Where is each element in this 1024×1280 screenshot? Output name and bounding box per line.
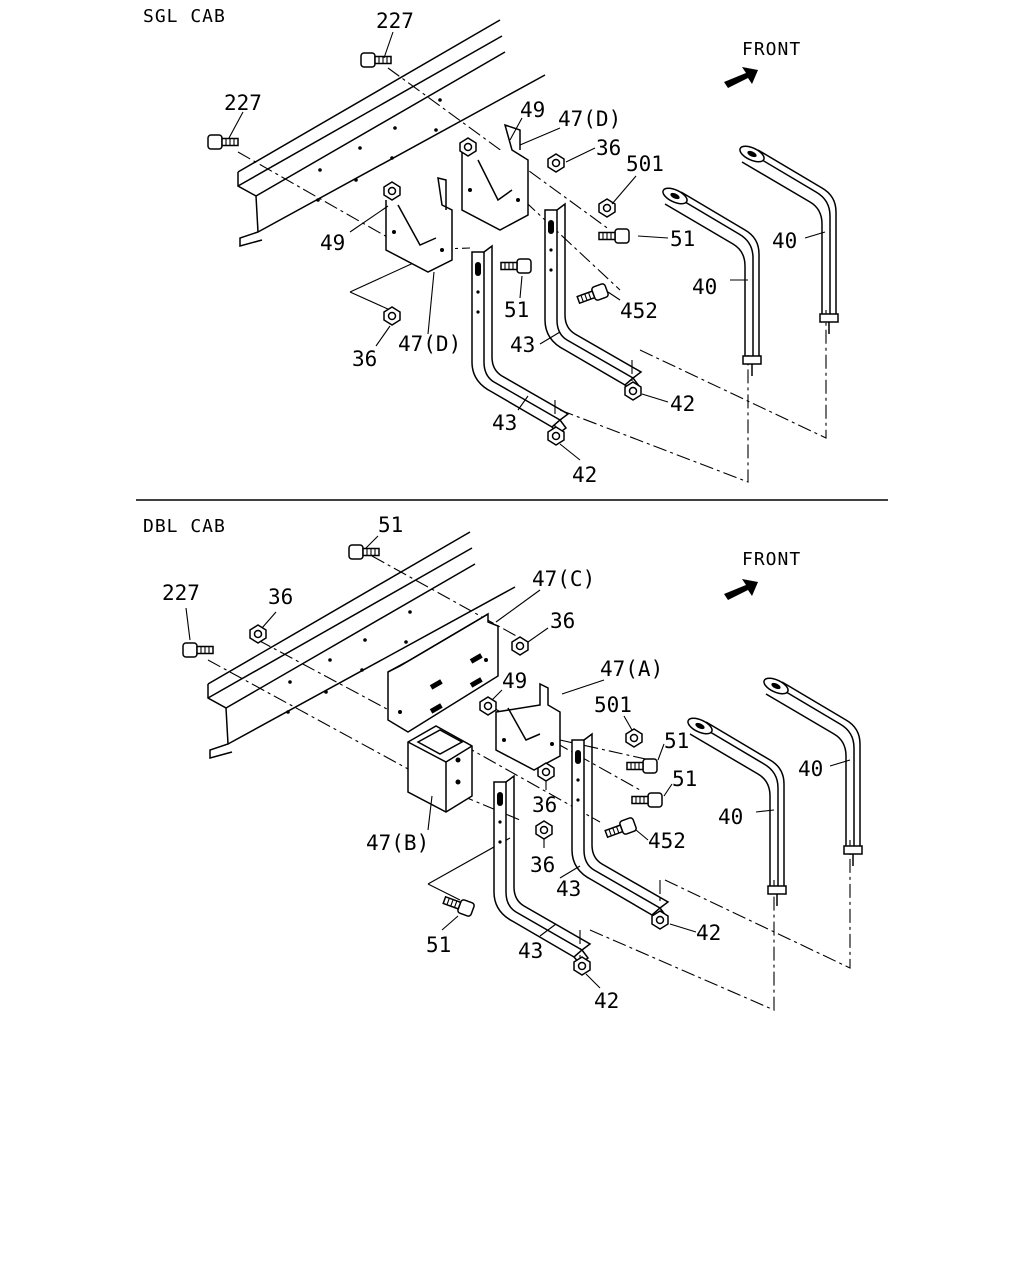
sgl-label-40-left: 40 bbox=[692, 275, 717, 299]
dbl-label-49: 49 bbox=[502, 669, 527, 693]
dbl-label-51-top: 51 bbox=[378, 513, 403, 537]
dbl-bolt-501-icon bbox=[625, 728, 643, 748]
sgl-label-36-top: 36 bbox=[596, 136, 621, 160]
sgl-front-arrow-icon bbox=[724, 67, 758, 88]
dbl-bracket-47a bbox=[495, 682, 561, 771]
sgl-pin-452-icon bbox=[575, 282, 610, 308]
dbl-nut-36-mid2-icon bbox=[535, 820, 553, 840]
sgl-label-452: 452 bbox=[620, 299, 658, 323]
sgl-label-501: 501 bbox=[626, 152, 664, 176]
sgl-washer-49-left-icon bbox=[383, 181, 401, 201]
sgl-nut-36-top-icon bbox=[547, 153, 565, 173]
dbl-bracket-47b bbox=[407, 725, 473, 813]
dbl-nut-42-left-icon bbox=[573, 956, 591, 976]
sgl-nut-36-bottom-icon bbox=[383, 306, 401, 326]
dbl-label-40-left: 40 bbox=[718, 805, 743, 829]
dbl-label-47c: 47(C) bbox=[532, 567, 595, 591]
dbl-bolt-51-bottom-icon bbox=[441, 892, 476, 918]
dbl-label-36-mid1: 36 bbox=[532, 793, 557, 817]
dbl-label-452: 452 bbox=[648, 829, 686, 853]
dbl-label-51-upper: 51 bbox=[664, 729, 689, 753]
sgl-label-36-bottom: 36 bbox=[352, 347, 377, 371]
sgl-bolt-227-left-icon bbox=[207, 134, 239, 150]
dbl-nut-36-left-icon bbox=[249, 624, 267, 644]
dbl-label-47a: 47(A) bbox=[600, 657, 663, 681]
sgl-label-51-right: 51 bbox=[670, 227, 695, 251]
sgl-label-43-right: 43 bbox=[510, 333, 535, 357]
dbl-front-label: FRONT bbox=[742, 549, 801, 570]
dbl-pin-452-icon bbox=[603, 816, 638, 842]
sgl-cab-title: SGL CAB bbox=[143, 6, 226, 27]
dbl-washer-49-icon bbox=[479, 696, 497, 716]
dbl-label-42-left: 42 bbox=[594, 989, 619, 1013]
sgl-label-42-left: 42 bbox=[572, 463, 597, 487]
sgl-label-51-mid: 51 bbox=[504, 298, 529, 322]
sgl-nut-42-left-icon bbox=[547, 426, 565, 446]
dbl-front-arrow-icon bbox=[724, 579, 758, 600]
dbl-label-47b: 47(B) bbox=[366, 831, 429, 855]
sgl-washer-49-top-icon bbox=[459, 137, 477, 157]
dbl-label-227: 227 bbox=[162, 581, 200, 605]
dbl-nut-36-top-icon bbox=[511, 636, 529, 656]
dbl-nut-42-right-icon bbox=[651, 910, 669, 930]
sgl-label-49-left: 49 bbox=[320, 231, 345, 255]
sgl-leader-lines bbox=[228, 31, 826, 461]
sgl-nut-42-right-icon bbox=[624, 381, 642, 401]
sgl-assembly-lines bbox=[237, 67, 827, 483]
dbl-label-36-left: 36 bbox=[268, 585, 293, 609]
sgl-label-47d-bottom: 47(D) bbox=[398, 332, 461, 356]
sgl-cab-section: SGL CAB FRONT bbox=[143, 6, 839, 487]
sgl-bolt-51-mid-icon bbox=[500, 258, 532, 274]
dbl-label-43-left: 43 bbox=[518, 939, 543, 963]
sgl-label-42-right: 42 bbox=[670, 392, 695, 416]
dbl-leader-lines bbox=[185, 535, 851, 989]
sgl-label-47d-top: 47(D) bbox=[558, 107, 621, 131]
sgl-label-49-top: 49 bbox=[520, 98, 545, 122]
dbl-bolt-227-icon bbox=[182, 642, 214, 658]
dbl-label-51-lower: 51 bbox=[672, 767, 697, 791]
sgl-front-label: FRONT bbox=[742, 39, 801, 60]
sgl-bolt-227-top-icon bbox=[360, 52, 392, 68]
sgl-bracket-47d-lower bbox=[385, 177, 453, 273]
dbl-bolt-51-upper-icon bbox=[626, 758, 658, 774]
dbl-cab-section: DBL CAB FRONT bbox=[143, 513, 863, 1013]
dbl-frame-rail bbox=[207, 531, 516, 759]
sgl-bolt-501-icon bbox=[598, 198, 616, 218]
dbl-bolt-51-lower-icon bbox=[631, 792, 663, 808]
sgl-label-43-left: 43 bbox=[492, 411, 517, 435]
dbl-cab-title: DBL CAB bbox=[143, 516, 226, 537]
dbl-nut-36-mid1-icon bbox=[537, 762, 555, 782]
dbl-label-40-right: 40 bbox=[798, 757, 823, 781]
dbl-label-36-top: 36 bbox=[550, 609, 575, 633]
dbl-label-43-right: 43 bbox=[556, 877, 581, 901]
dbl-label-501: 501 bbox=[594, 693, 632, 717]
sgl-frame-rail bbox=[237, 19, 546, 247]
sgl-label-40-right: 40 bbox=[772, 229, 797, 253]
sgl-bolt-51-right-icon bbox=[598, 228, 630, 244]
dbl-bracket-47c bbox=[387, 612, 499, 733]
sgl-label-227-top: 227 bbox=[376, 9, 414, 33]
sgl-label-227-left: 227 bbox=[224, 91, 262, 115]
dbl-label-42-right: 42 bbox=[696, 921, 721, 945]
sgl-bracket-47d-upper bbox=[461, 123, 529, 231]
dbl-label-51-bottom: 51 bbox=[426, 933, 451, 957]
dbl-label-36-mid2: 36 bbox=[530, 853, 555, 877]
